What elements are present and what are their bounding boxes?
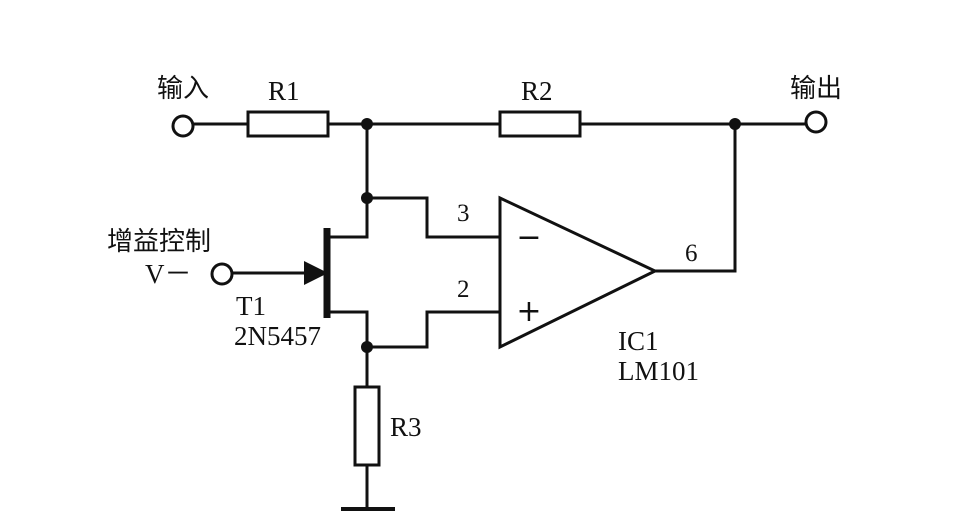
label-t1: T1: [236, 291, 266, 321]
wires: [192, 122, 808, 510]
wire-to-pin2: [365, 310, 502, 349]
opamp-ic1: − +: [498, 195, 659, 350]
label-input: 输入: [157, 74, 209, 104]
wire-to-pin3: [365, 196, 502, 239]
label-r3: R3: [390, 412, 422, 442]
label-output: 输出: [790, 74, 842, 104]
junction-dot: [729, 118, 741, 130]
label-ic1-part: LM101: [618, 356, 699, 386]
label-v-minus: V－: [145, 259, 192, 289]
opamp-minus-sign: −: [516, 220, 541, 255]
input-terminal: [171, 114, 195, 138]
label-gain-control: 增益控制: [107, 227, 211, 257]
output-terminal: [804, 110, 828, 134]
resistor-r3: [353, 385, 381, 467]
gain-control-terminal: [210, 262, 234, 286]
label-pin-6: 6: [685, 240, 698, 267]
junction-dot: [361, 118, 373, 130]
label-r2: R2: [521, 76, 553, 106]
opamp-plus-sign: +: [516, 294, 541, 329]
label-ic1: IC1: [618, 326, 659, 356]
wire-output-feedback: [653, 122, 737, 273]
resistor-r1: [246, 110, 330, 138]
jfet-gate-arrow: [304, 261, 328, 285]
resistor-r2: [498, 110, 582, 138]
label-t1-part: 2N5457: [234, 321, 321, 351]
label-r1: R1: [268, 76, 300, 106]
label-pin-2: 2: [457, 276, 470, 303]
junction-dot: [361, 192, 373, 204]
opamp-triangle: [498, 195, 659, 350]
junction-dot: [361, 341, 373, 353]
label-pin-3: 3: [457, 200, 470, 227]
jfet-t1: [304, 228, 331, 318]
